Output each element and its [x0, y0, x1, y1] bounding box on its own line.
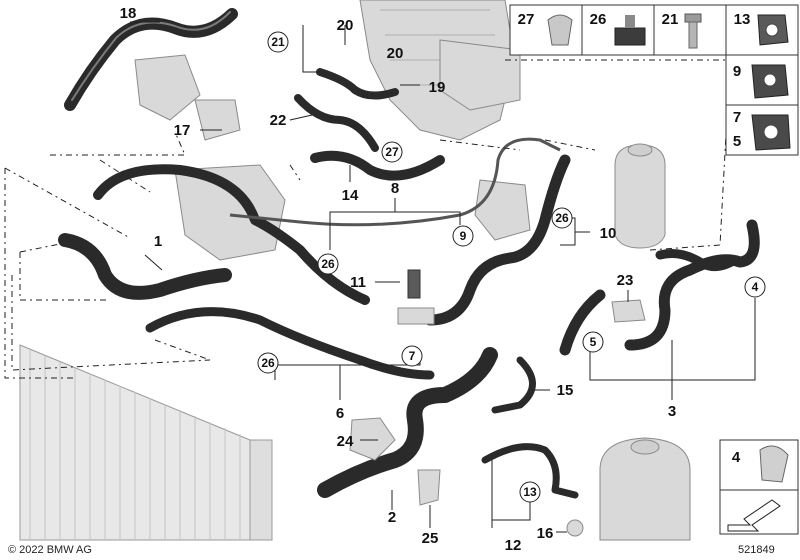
legend-label-7: 7	[733, 109, 741, 126]
legend-side-column: 9 7 5	[725, 54, 799, 156]
screw-16	[566, 519, 584, 537]
clamp-9-icon	[751, 64, 789, 99]
valve-17	[194, 99, 241, 141]
legend-label-5: 5	[733, 133, 741, 150]
svg-text:26: 26	[261, 356, 275, 370]
hose-15	[491, 356, 536, 414]
circled-callout-7: 7	[401, 345, 423, 367]
callout-6: 6	[336, 405, 344, 422]
svg-text:21: 21	[271, 35, 285, 49]
circled-callout-26-middle: 26	[317, 253, 339, 275]
callout-11: 11	[350, 274, 366, 291]
callout-14: 14	[342, 187, 359, 204]
legend-label-26: 26	[590, 11, 607, 28]
legend-bottom: 4	[719, 439, 799, 535]
bracket-25	[417, 469, 441, 506]
svg-text:4: 4	[752, 280, 759, 294]
hose-22	[294, 94, 379, 152]
callout-15: 15	[557, 382, 574, 399]
circled-callout-21: 21	[267, 31, 289, 53]
svg-text:26: 26	[555, 211, 569, 225]
clamp-26-icon	[614, 15, 646, 46]
legend-label-21: 21	[662, 11, 679, 28]
callout-25: 25	[422, 530, 439, 547]
svg-text:27: 27	[385, 145, 399, 159]
callout-20-top: 20	[337, 17, 354, 34]
circled-callouts: 21 27 9 26 26 7 26 4	[257, 31, 766, 503]
callout-8: 8	[391, 180, 399, 197]
hose-19	[316, 68, 399, 100]
callout-16: 16	[537, 525, 554, 542]
radiator-illustration	[19, 344, 273, 541]
hose-14	[310, 150, 445, 181]
leader-lines	[130, 21, 756, 533]
callout-3: 3	[668, 403, 676, 420]
svg-text:9: 9	[460, 229, 467, 243]
circled-callout-5: 5	[582, 331, 604, 353]
svg-text:26: 26	[321, 257, 335, 271]
clip-27-icon	[547, 14, 573, 46]
callout-24: 24	[337, 433, 354, 450]
hose-2	[317, 347, 498, 498]
callout-labels: 18 20 20 19 22 17 1 14 8 10 11 23 6 15 3…	[120, 5, 677, 554]
callout-10: 10	[600, 225, 617, 242]
callout-20-bottom: 20	[387, 45, 404, 62]
legend-top-row: 27 26 21 13	[509, 4, 799, 56]
clamp-13-icon	[757, 14, 789, 46]
hose-3	[559, 219, 760, 356]
hose-6	[145, 307, 435, 380]
callout-19: 19	[429, 79, 446, 96]
screw-21-icon	[684, 13, 702, 49]
copyright-text: © 2022 BMW AG	[8, 544, 92, 556]
circled-callout-13: 13	[519, 481, 541, 503]
hose-12	[481, 443, 579, 499]
callout-17: 17	[174, 122, 191, 139]
circled-callout-26-right: 26	[551, 207, 573, 229]
callout-22: 22	[270, 112, 287, 129]
svg-text:13: 13	[523, 485, 537, 499]
legend-label-4: 4	[732, 449, 741, 466]
hose-18	[64, 8, 238, 111]
callout-1: 1	[154, 233, 162, 250]
circled-callout-27: 27	[381, 141, 403, 163]
hose-8-pipe	[229, 137, 561, 227]
image-number: 521849	[738, 544, 775, 556]
svg-text:5: 5	[590, 335, 597, 349]
bracket-24	[349, 417, 396, 461]
clip-4-icon	[759, 445, 789, 483]
thermostat-housing-illustration	[134, 54, 531, 261]
engine-block-illustration	[359, 0, 521, 141]
callout-12: 12	[505, 537, 522, 554]
clip-23	[611, 299, 646, 323]
callout-2: 2	[388, 509, 396, 526]
hose-10	[424, 154, 571, 326]
circled-callout-4: 4	[744, 276, 766, 298]
circled-callout-26-lower: 26	[257, 352, 279, 374]
callout-18: 18	[120, 5, 137, 22]
callout-23: 23	[617, 272, 634, 289]
hose-1	[58, 233, 232, 300]
expansion-tank-illustration	[599, 143, 691, 541]
direction-arrow-icon	[727, 499, 781, 532]
circled-callout-9: 9	[452, 225, 474, 247]
svg-text:7: 7	[409, 349, 416, 363]
legend-label-9: 9	[733, 63, 741, 80]
legend-label-13: 13	[734, 11, 751, 28]
clamp-7-5-icon	[751, 114, 791, 151]
legend-label-27: 27	[518, 11, 535, 28]
sensor-11	[397, 269, 435, 325]
